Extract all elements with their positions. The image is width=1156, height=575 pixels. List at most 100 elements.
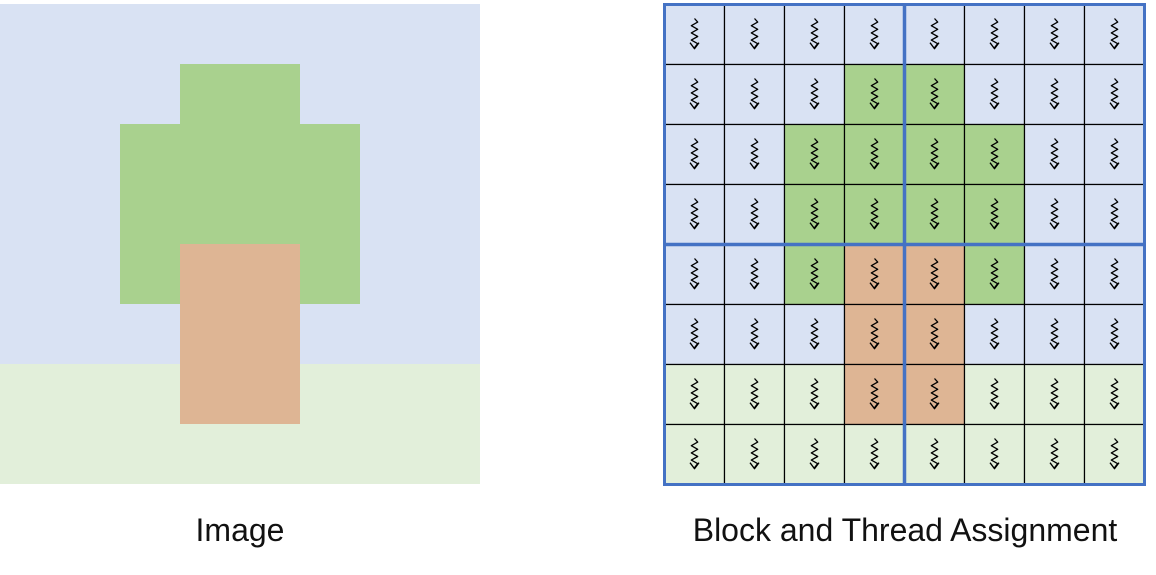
wavy-arrow-down-icon — [989, 378, 1000, 410]
wavy-arrow-down-icon — [689, 318, 700, 350]
image-figure — [0, 4, 480, 484]
image-pixel — [180, 124, 241, 185]
image-pixel — [300, 424, 361, 484]
image-pixel — [240, 364, 301, 425]
thread-cell — [1083, 183, 1146, 246]
thread-cell — [903, 3, 966, 66]
image-pixel — [180, 424, 241, 484]
thread-cell — [903, 183, 966, 246]
wavy-arrow-down-icon — [1109, 318, 1120, 350]
image-pixel — [360, 424, 421, 484]
thread-cell — [903, 423, 966, 486]
image-pixel — [180, 244, 241, 305]
thread-cell — [663, 423, 726, 486]
wavy-arrow-down-icon — [689, 78, 700, 110]
image-pixel — [300, 304, 361, 365]
wavy-arrow-down-icon — [869, 438, 880, 470]
wavy-arrow-down-icon — [749, 198, 760, 230]
wavy-arrow-down-icon — [809, 438, 820, 470]
wavy-arrow-down-icon — [809, 378, 820, 410]
image-pixel — [60, 124, 121, 185]
thread-cell — [1023, 123, 1086, 186]
wavy-arrow-down-icon — [929, 438, 940, 470]
image-pixel — [180, 64, 241, 125]
image-pixel — [120, 304, 181, 365]
wavy-arrow-down-icon — [809, 198, 820, 230]
thread-cell — [903, 303, 966, 366]
image-pixel — [0, 244, 61, 305]
image-pixel — [0, 4, 61, 65]
image-pixel — [180, 4, 241, 65]
image-pixel — [0, 304, 61, 365]
image-pixel — [240, 4, 301, 65]
image-pixel — [300, 4, 361, 65]
thread-cell — [903, 363, 966, 426]
thread-cell — [963, 423, 1026, 486]
wavy-arrow-down-icon — [929, 18, 940, 50]
thread-cell — [783, 3, 846, 66]
thread-cell — [663, 183, 726, 246]
wavy-arrow-down-icon — [1049, 318, 1060, 350]
image-pixel — [120, 424, 181, 484]
thread-cell — [963, 303, 1026, 366]
image-pixel — [0, 124, 61, 185]
thread-cell — [843, 183, 906, 246]
wavy-arrow-down-icon — [689, 438, 700, 470]
image-pixel — [0, 364, 61, 425]
thread-cell — [1023, 183, 1086, 246]
thread-cell — [843, 63, 906, 126]
thread-cell — [843, 3, 906, 66]
block-thread-grid — [663, 3, 1146, 486]
wavy-arrow-down-icon — [989, 198, 1000, 230]
thread-cell — [663, 123, 726, 186]
thread-cell — [663, 363, 726, 426]
thread-cell — [903, 63, 966, 126]
image-pixel — [300, 124, 361, 185]
image-pixel — [300, 244, 361, 305]
image-pixel — [360, 244, 421, 305]
image-pixel — [0, 424, 61, 484]
image-pixel — [60, 424, 121, 484]
wavy-arrow-down-icon — [1109, 18, 1120, 50]
image-pixel — [360, 184, 421, 245]
wavy-arrow-down-icon — [1049, 138, 1060, 170]
image-pixel — [240, 124, 301, 185]
thread-cell — [723, 303, 786, 366]
thread-cell — [843, 363, 906, 426]
thread-cell — [723, 423, 786, 486]
thread-cell — [723, 243, 786, 306]
thread-cell — [783, 363, 846, 426]
wavy-arrow-down-icon — [689, 378, 700, 410]
wavy-arrow-down-icon — [929, 318, 940, 350]
thread-cell — [783, 183, 846, 246]
image-pixel — [120, 364, 181, 425]
image-caption: Image — [195, 512, 285, 548]
thread-cell — [1083, 363, 1146, 426]
thread-cell — [843, 303, 906, 366]
wavy-arrow-down-icon — [1049, 438, 1060, 470]
wavy-arrow-down-icon — [869, 258, 880, 290]
wavy-arrow-down-icon — [869, 318, 880, 350]
thread-cell — [783, 303, 846, 366]
thread-cell — [1023, 303, 1086, 366]
image-pixel — [360, 364, 421, 425]
wavy-arrow-down-icon — [989, 318, 1000, 350]
thread-cell — [663, 3, 726, 66]
wavy-arrow-down-icon — [1109, 438, 1120, 470]
wavy-arrow-down-icon — [809, 318, 820, 350]
wavy-arrow-down-icon — [749, 18, 760, 50]
wavy-arrow-down-icon — [1109, 198, 1120, 230]
image-pixel — [300, 64, 361, 125]
wavy-arrow-down-icon — [1109, 378, 1120, 410]
thread-cell — [963, 123, 1026, 186]
thread-cell — [783, 63, 846, 126]
image-pixel — [420, 64, 480, 125]
grid-caption: Block and Thread Assignment — [692, 512, 1118, 548]
image-pixel — [120, 244, 181, 305]
wavy-arrow-down-icon — [869, 18, 880, 50]
image-pixel — [360, 64, 421, 125]
wavy-arrow-down-icon — [749, 258, 760, 290]
thread-cell — [1083, 123, 1146, 186]
image-pixel — [60, 64, 121, 125]
thread-cell — [1023, 243, 1086, 306]
